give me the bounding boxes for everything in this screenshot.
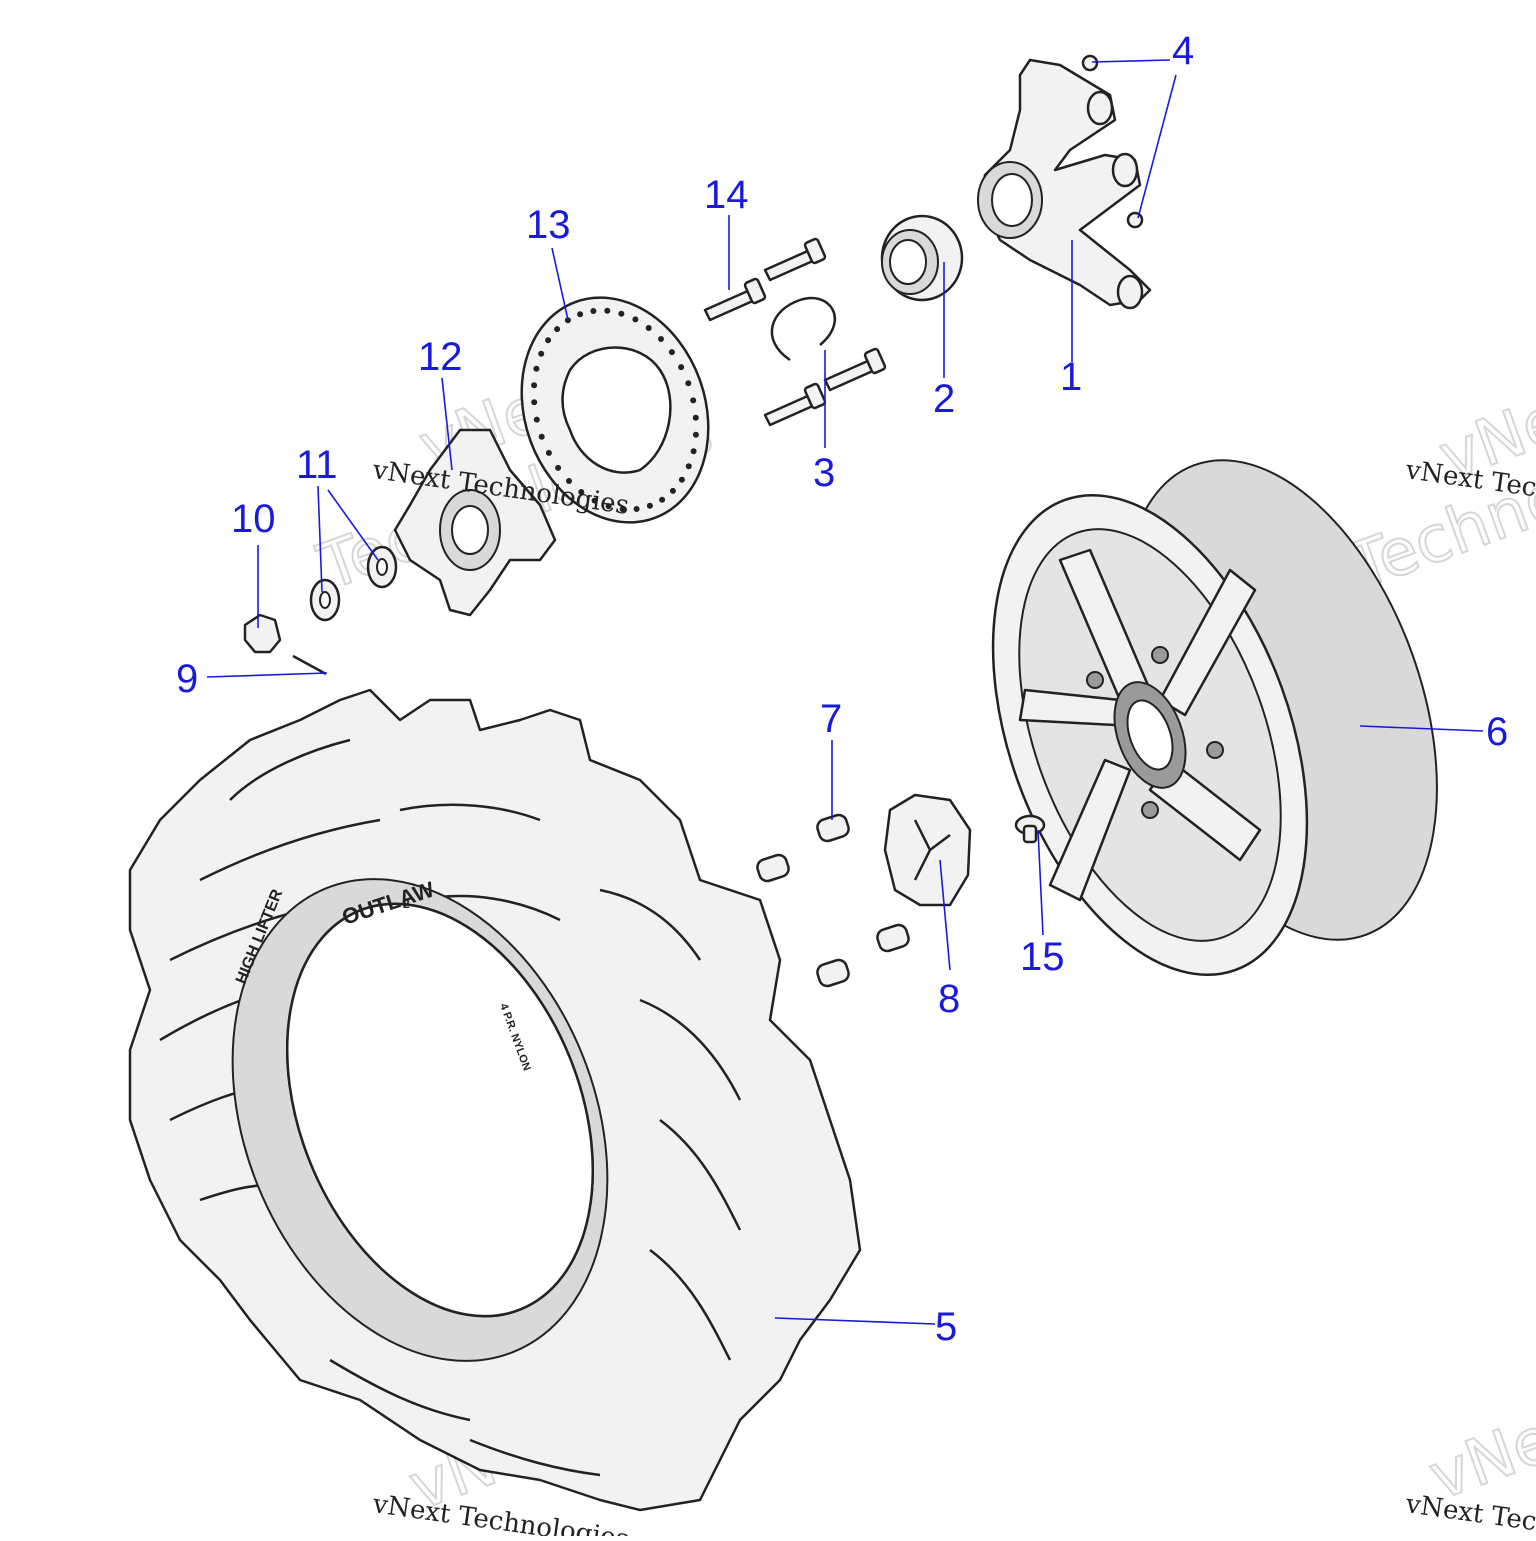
retaining-ring-part-3 xyxy=(770,296,837,362)
hub-part-12 xyxy=(393,428,557,617)
brake-disc-part-13 xyxy=(520,296,710,524)
disc-hole xyxy=(678,476,685,483)
disc-hole xyxy=(668,349,675,356)
disc-hole xyxy=(591,497,598,504)
disc-hole xyxy=(692,431,699,438)
callout-12: 12 xyxy=(418,335,463,379)
hub-cap-part-8 xyxy=(883,793,972,907)
disc-hole xyxy=(604,307,611,314)
disc-hole xyxy=(545,337,552,344)
bearing-part-2 xyxy=(880,214,964,302)
valve-stem-part-15 xyxy=(1014,814,1046,844)
leader-9 xyxy=(206,672,328,678)
disc-hole xyxy=(577,311,584,318)
leader-13 xyxy=(551,247,569,321)
disc-hole xyxy=(632,316,639,323)
disc-hole xyxy=(646,502,653,509)
disc-hole xyxy=(554,326,561,333)
leader-lines xyxy=(206,59,1484,1325)
bolts-part-14 xyxy=(703,237,887,427)
disc-hole xyxy=(659,496,666,503)
leader-11a xyxy=(317,485,323,593)
callout-6: 6 xyxy=(1486,710,1508,754)
lug-caps-part-7 xyxy=(756,813,910,988)
leader-4a xyxy=(1091,59,1171,63)
leader-6 xyxy=(1359,725,1484,732)
disc-hole xyxy=(690,448,697,455)
washers-part-11 xyxy=(309,545,398,622)
disc-hole xyxy=(531,382,538,389)
callout-5: 5 xyxy=(935,1305,957,1349)
disc-hole xyxy=(618,310,625,317)
disc-hole xyxy=(692,414,699,421)
disc-hole xyxy=(538,433,545,440)
callout-9: 9 xyxy=(176,657,198,701)
disc-hole xyxy=(566,478,572,484)
callout-labels: 1 2 3 4 5 6 7 8 9 10 11 12 13 14 15 xyxy=(176,29,1508,1349)
knuckle-part-1 xyxy=(977,58,1152,310)
disc-hole xyxy=(605,503,612,510)
callout-10: 10 xyxy=(231,497,276,541)
disc-hole xyxy=(685,463,692,470)
disc-hole xyxy=(578,489,585,495)
disc-hole xyxy=(619,506,626,513)
callout-4: 4 xyxy=(1172,29,1194,73)
callout-7: 7 xyxy=(820,697,842,741)
tire-brand-mark: 2 xyxy=(403,897,410,911)
disc-hole xyxy=(658,336,664,342)
callout-15: 15 xyxy=(1020,935,1065,979)
leader-12 xyxy=(441,377,453,471)
callout-1: 1 xyxy=(1060,355,1082,399)
callout-2: 2 xyxy=(933,377,955,421)
disc-hole xyxy=(590,308,597,314)
callout-8: 8 xyxy=(938,977,960,1021)
disc-hole xyxy=(533,416,540,423)
disc-hole xyxy=(538,350,545,357)
callout-11: 11 xyxy=(296,443,338,487)
callout-13: 13 xyxy=(526,203,571,247)
disc-hole xyxy=(564,317,571,324)
leader-8 xyxy=(939,859,951,971)
disc-hole xyxy=(555,464,562,471)
leader-11b xyxy=(327,489,379,561)
disc-hole xyxy=(685,380,692,387)
brake-disc-holes xyxy=(531,307,699,513)
disc-hole xyxy=(645,325,652,331)
disc-hole xyxy=(690,397,697,404)
leader-4b xyxy=(1137,74,1177,219)
wheel-rim-part-6 xyxy=(991,459,1438,977)
tire-part-5: OUTLAW 2 HIGH LIFTER 4 P.R. NYLON xyxy=(128,688,862,1512)
castle-nut-part-10 xyxy=(243,613,282,654)
leader-15 xyxy=(1037,829,1044,936)
cotter-pin-part-9 xyxy=(292,654,327,676)
disc-hole xyxy=(633,506,640,512)
callout-3: 3 xyxy=(813,451,835,495)
disc-hole xyxy=(533,365,540,372)
disc-hole xyxy=(669,487,676,494)
disc-hole xyxy=(678,364,685,371)
callout-14: 14 xyxy=(704,173,749,217)
leader-5 xyxy=(774,1317,936,1325)
disc-hole xyxy=(531,399,538,406)
disc-hole xyxy=(545,449,552,456)
